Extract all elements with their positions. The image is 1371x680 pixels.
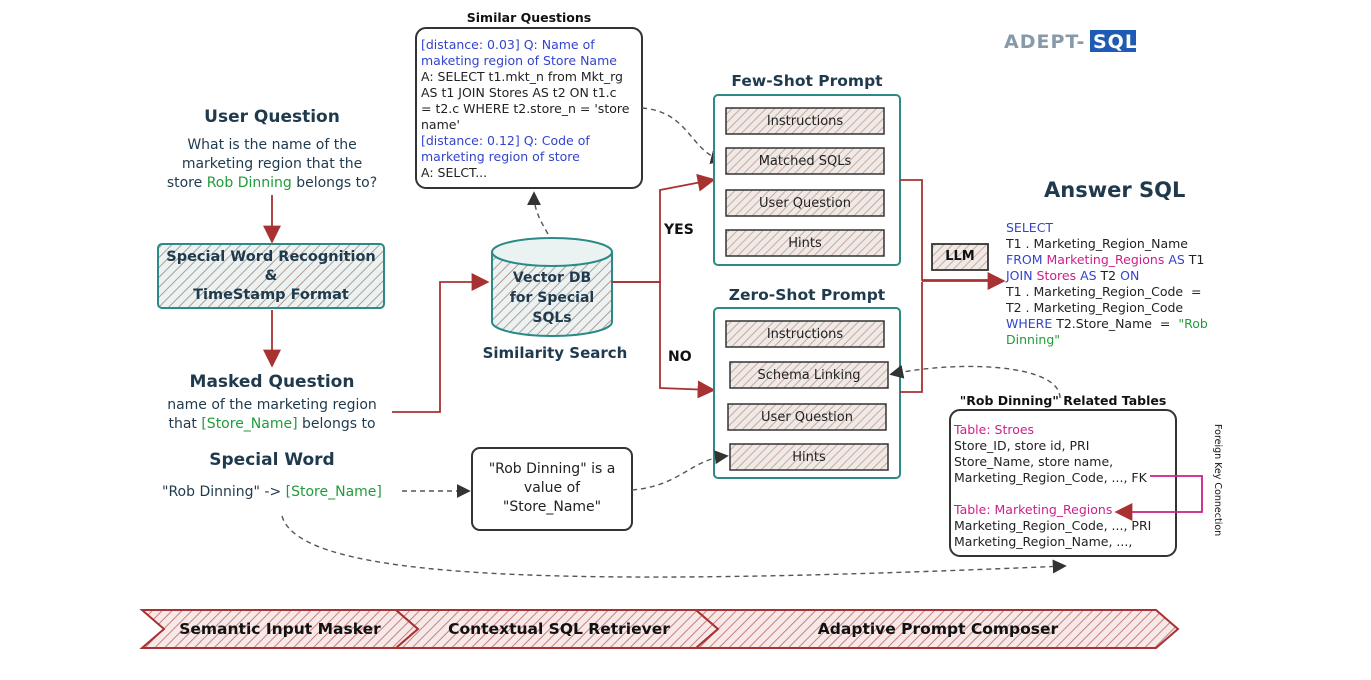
yes-label: YES	[664, 222, 694, 238]
similar-question-line: [distance: 0.12] Q: Code of	[421, 133, 590, 148]
zero-shot-container	[713, 307, 901, 479]
similar-question-line: [distance: 0.03] Q: Name of	[421, 37, 595, 52]
arrow-special-to-tables	[281, 515, 1067, 578]
similar-question-line: name'	[421, 117, 460, 132]
related-table-line: Marketing_Region_Code, ..., FK	[954, 470, 1147, 485]
value-note-box	[471, 447, 633, 531]
logo-prefix: ADEPT-	[1004, 31, 1086, 53]
zero-shot-item-instructions: Instructions	[766, 327, 844, 342]
related-tables-title: "Rob Dinning" Related Tables	[959, 393, 1167, 408]
fk-connection-label: Foreign Key Connection	[1212, 424, 1223, 537]
similar-question-line: A: SELECT t1.mkt_n from Mkt_rg	[421, 69, 623, 84]
recognition-box-text: Special Word Recognition & TimeStamp For…	[166, 249, 376, 303]
llm-label: LLM	[945, 249, 975, 264]
arrow-note-to-hints	[631, 450, 729, 491]
few-shot-title: Few-Shot Prompt	[731, 72, 883, 90]
similar-question-line: A: SELCT...	[421, 165, 488, 180]
few-shot-user-question-box	[725, 189, 885, 217]
answer-sql-line: FROM Marketing_Regions AS T1	[1006, 252, 1205, 267]
stage-adaptive-prompt-composer	[693, 609, 1180, 649]
few-shot-item-user-question: User Question	[759, 196, 851, 211]
similar-question-line: AS t1 JOIN Stores AS t2 ON t1.c	[421, 85, 617, 100]
answer-sql-line: Dinning"	[1006, 332, 1061, 347]
answer-sql-line: SELECT	[1006, 220, 1054, 235]
logo-sql: SQL	[1093, 31, 1138, 53]
related-table-line: Store_Name, store name,	[954, 454, 1114, 469]
zero-shot-instructions-box	[725, 320, 885, 348]
recognition-box	[157, 243, 385, 309]
special-word-token: [Store_Name]	[285, 484, 382, 500]
answer-sql-line: JOIN Stores AS T2 ON	[1006, 268, 1140, 283]
related-table-line: Table: Stroes	[954, 422, 1035, 437]
answer-sql-line: WHERE T2.Store_Name = "Rob	[1006, 316, 1208, 331]
masked-question-line2: that [Store_Name] belongs to	[168, 416, 376, 432]
masked-question-title: Masked Question	[189, 372, 355, 392]
few-shot-hints-box	[725, 229, 885, 257]
zero-shot-item-user-question: User Question	[761, 410, 853, 425]
answer-sql-title: Answer SQL	[1044, 178, 1186, 202]
user-question-line3: store Rob Dinning belongs to?	[166, 175, 378, 191]
stage-label-retriever: Contextual SQL Retriever	[448, 620, 670, 638]
zero-shot-hints-box	[729, 443, 889, 471]
zero-shot-item-hints: Hints	[792, 450, 826, 465]
user-question-line2: marketing region that the	[181, 156, 363, 172]
user-question-title: User Question	[204, 107, 340, 127]
stage-label-composer: Adaptive Prompt Composer	[817, 620, 1059, 638]
related-table-line: Marketing_Region_Name, ...,	[954, 534, 1133, 549]
mask-token: [Store_Name]	[201, 416, 298, 432]
zero-shot-item-schema-linking: Schema Linking	[757, 368, 861, 383]
related-table-line: Store_ID, store id, PRI	[954, 438, 1090, 453]
no-label: NO	[668, 349, 692, 365]
few-shot-item-matched-sqls: Matched SQLs	[758, 154, 852, 169]
related-table-line: Table: Marketing_Regions	[954, 502, 1113, 517]
entity-highlight: Rob Dinning	[206, 175, 292, 191]
arrow-similar-to-matched	[641, 107, 725, 165]
zero-shot-title: Zero-Shot Prompt	[728, 286, 886, 304]
related-table-line	[954, 486, 1151, 502]
answer-sql-line: T1 . Marketing_Region_Name	[1006, 236, 1188, 251]
arrow-zero-to-llm	[900, 282, 923, 393]
answer-sql-line: T2 . Marketing_Region_Code	[1006, 300, 1184, 315]
vector-db-cylinder	[491, 237, 613, 337]
few-shot-instructions-box	[725, 107, 885, 135]
similarity-search-caption: Similarity Search	[482, 344, 628, 362]
fk-connector	[1114, 475, 1203, 521]
logo-sql-badge	[1090, 30, 1136, 52]
similar-questions-title: Similar Questions	[466, 10, 592, 25]
special-word-title: Special Word	[209, 450, 335, 470]
arrow-yes-branch	[612, 173, 716, 283]
few-shot-item-hints: Hints	[788, 236, 822, 251]
user-question-line1: What is the name of the	[187, 137, 357, 153]
similar-question-line: = t2.c WHERE t2.store_n = 'store	[421, 101, 630, 116]
masked-question-line1: name of the marketing region	[167, 397, 377, 413]
zero-shot-schema-box	[729, 361, 889, 389]
similar-question-line: marketing region of store	[421, 149, 580, 164]
arrow-tables-to-schema	[889, 364, 1061, 399]
few-shot-matched-box	[725, 147, 885, 175]
arrow-no-branch	[612, 281, 716, 399]
answer-sql-line: T1 . Marketing_Region_Code =	[1006, 284, 1202, 299]
vector-db-label: Vector DB for Special SQLs	[509, 270, 595, 326]
related-table-line: Marketing_Region_Code, ..., PRI	[954, 518, 1152, 533]
arrow-db-to-similar	[527, 191, 549, 235]
zero-shot-user-question-box	[727, 403, 887, 431]
special-word-mapping: "Rob Dinning" -> [Store_Name]	[162, 484, 382, 500]
stage-label-masker: Semantic Input Masker	[179, 620, 381, 638]
similar-question-line: maketing region of Store Name	[421, 53, 617, 68]
value-note-text: "Rob Dinning" is a value of "Store_Name"	[488, 461, 616, 515]
llm-box	[931, 243, 989, 271]
few-shot-item-instructions: Instructions	[766, 114, 844, 129]
arrow-few-to-llm	[900, 179, 1000, 281]
arrow-masked-to-vectordb	[392, 273, 490, 413]
